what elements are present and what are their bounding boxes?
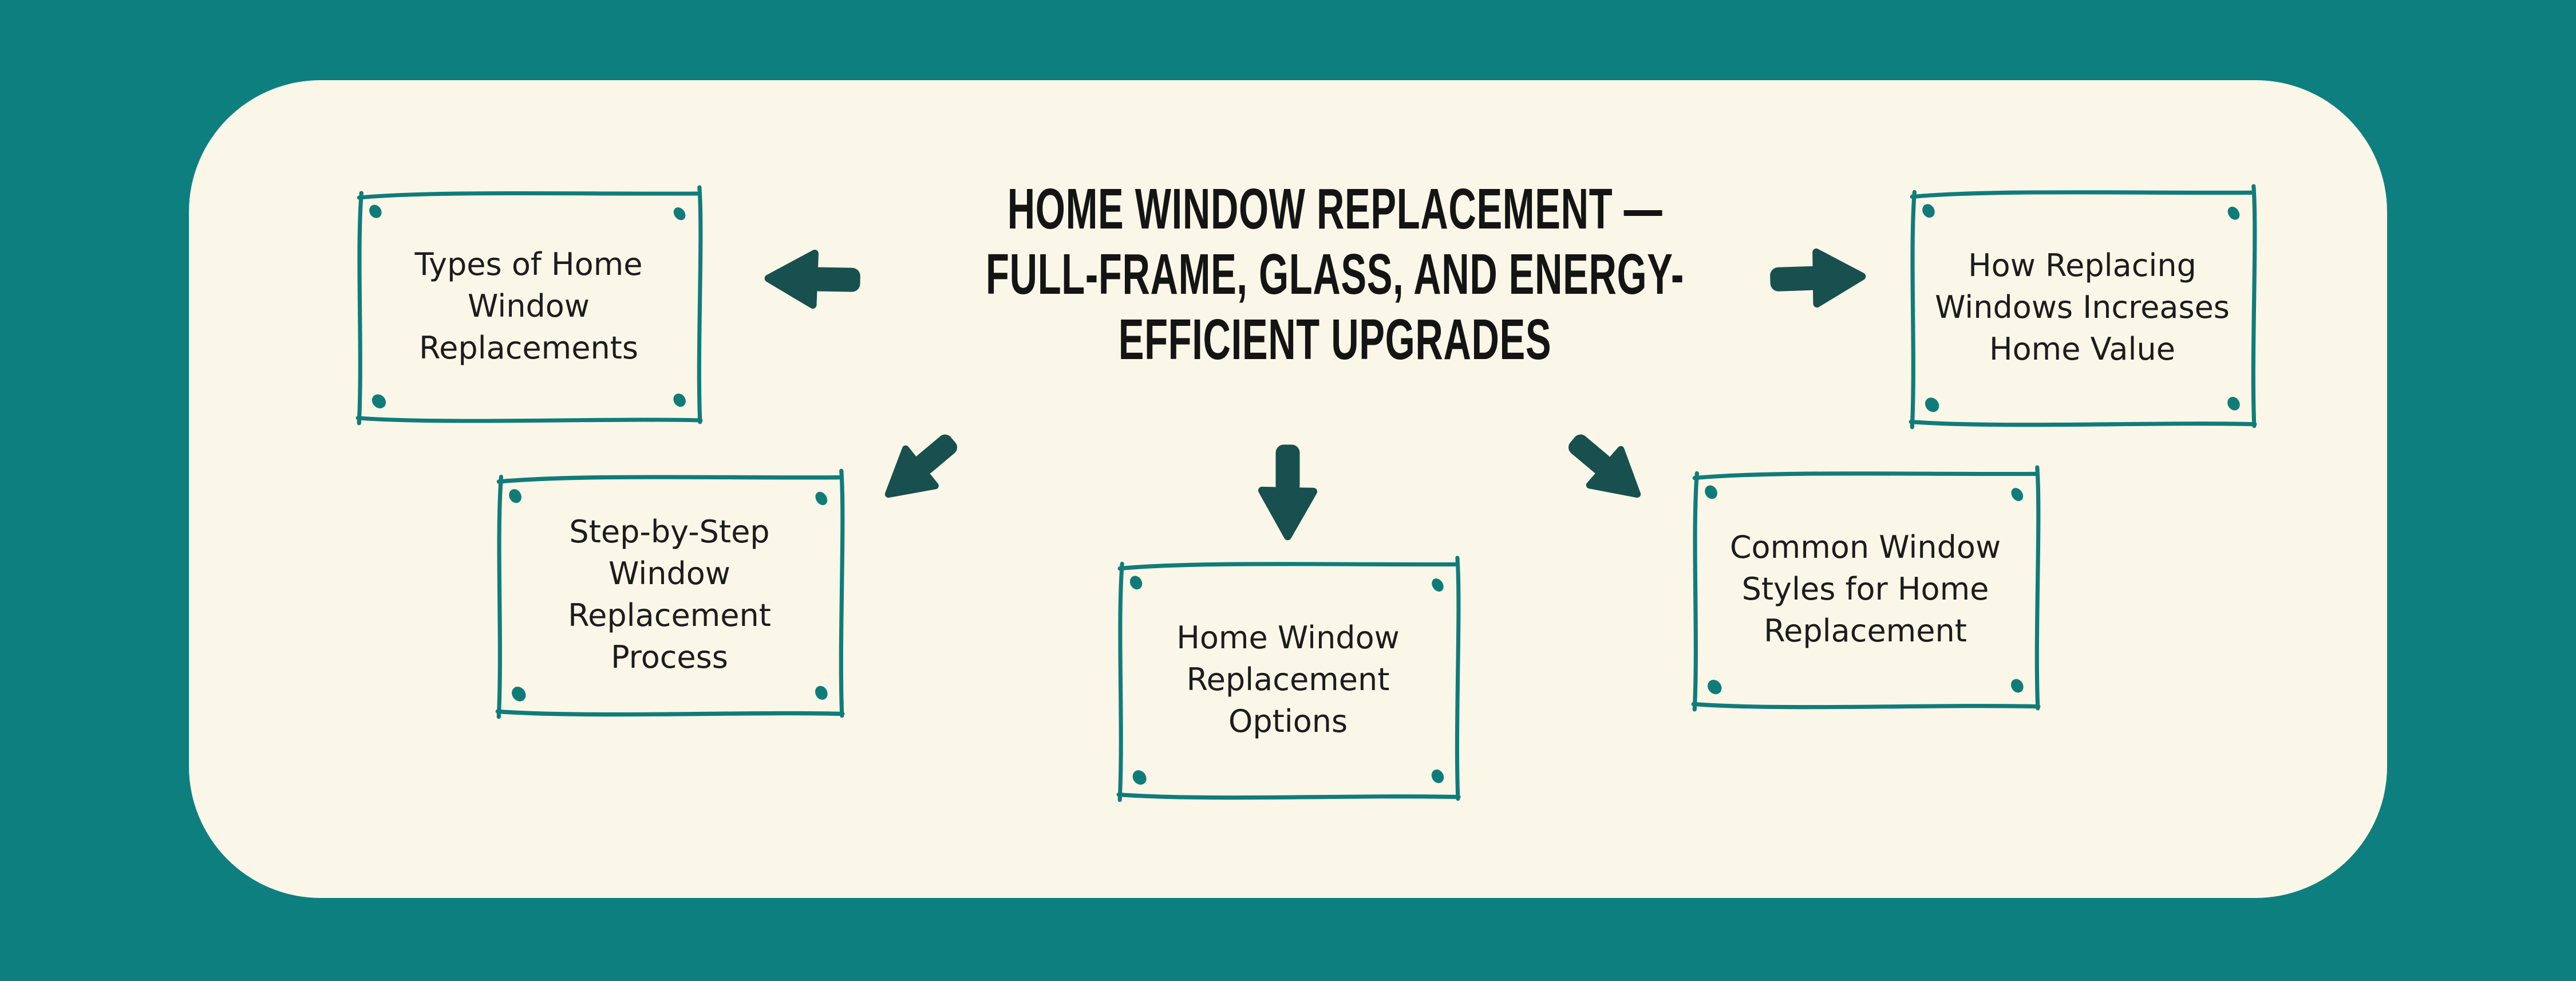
text-line: Home Window: [1176, 620, 1400, 656]
arrow-left-icon: [764, 248, 865, 310]
text-line: Replacement: [1764, 613, 1967, 649]
text-line: Window: [468, 287, 590, 324]
text-line: FULL-FRAME, GLASS, AND ENERGY-: [986, 242, 1684, 306]
text-line: Replacements: [419, 329, 638, 366]
text-line: Options: [1228, 703, 1348, 739]
text-line: Replacement: [568, 597, 771, 633]
text-line: Windows Increases: [1935, 289, 2230, 325]
arrow-right-icon: [1765, 246, 1867, 310]
text-line: How Replacing: [1968, 247, 2196, 283]
text-line: Window: [609, 555, 730, 592]
text-line: Home Value: [1989, 331, 2175, 367]
text-line: Replacement: [1186, 661, 1390, 698]
main-title: HOME WINDOW REPLACEMENT —FULL-FRAME, GLA…: [971, 176, 1700, 372]
text-line: Process: [611, 639, 728, 675]
arrow-down-icon: [1258, 440, 1318, 541]
text-line: EFFICIENT UPGRADES: [1118, 308, 1552, 372]
arrow-down-right-icon: [1552, 416, 1658, 518]
content-panel: HOME WINDOW REPLACEMENT —FULL-FRAME, GLA…: [189, 80, 2387, 898]
text-line: Common Window: [1729, 529, 2001, 565]
arrow-down-left-icon: [868, 416, 974, 518]
text-line: HOME WINDOW REPLACEMENT —: [1007, 177, 1663, 241]
text-line: Styles for Home: [1741, 571, 1989, 607]
text-line: Types of Home: [414, 246, 643, 282]
text-line: Step-by-Step: [569, 514, 770, 550]
